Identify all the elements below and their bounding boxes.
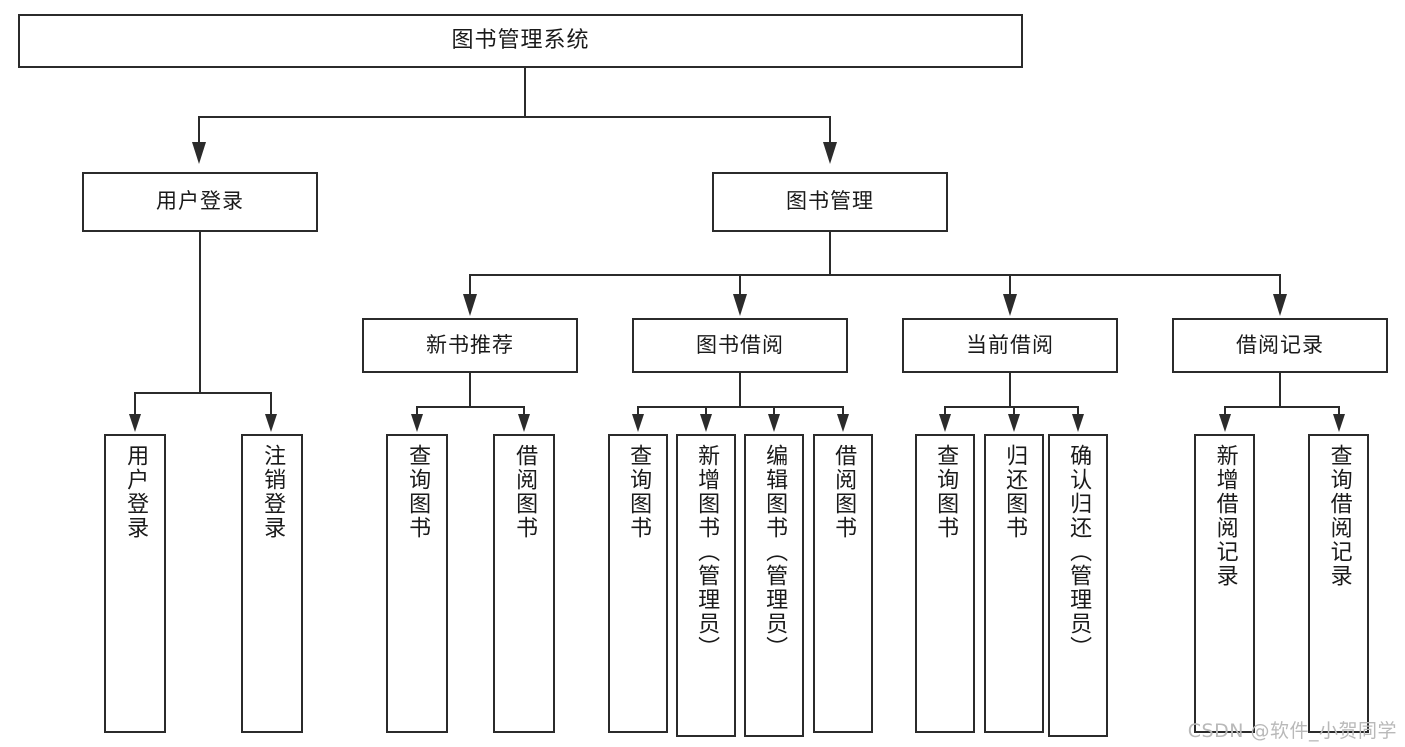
arrowhead-leaf-query-book-b [632,414,644,432]
node-leaf-add-record[interactable]: 新增借阅记录 [1194,434,1255,733]
node-leaf-logout[interactable]: 注销登录 [241,434,303,733]
connector-to-leaf-add-book [705,406,707,414]
arrowhead-leaf-edit-book [768,414,780,432]
node-label: 当前借阅 [966,332,1054,357]
connector-to-leaf-query-book-b [637,406,639,414]
node-label: 用户登录 [156,189,244,214]
connector-to-leaf-confirm-return [1077,406,1079,414]
connector-to-book-manage [829,116,831,142]
node-label: 编辑图书（管理员） [762,444,788,660]
node-new-book-rec[interactable]: 新书推荐 [362,318,578,373]
node-label: 用户登录 [123,444,149,540]
node-label: 新增图书（管理员） [694,444,720,660]
connector-root-stem [524,68,526,116]
connector-to-current-borrow [1009,274,1011,294]
arrowhead-leaf-confirm-return [1072,414,1084,432]
arrowhead-to-book-manage [823,142,837,164]
arrowhead-leaf-query-record [1333,414,1345,432]
node-book-borrow[interactable]: 图书借阅 [632,318,848,373]
arrowhead-leaf-return-book [1008,414,1020,432]
connector-to-leaf-query-book-a [416,406,418,414]
node-leaf-edit-book[interactable]: 编辑图书（管理员） [744,434,804,737]
connector-to-leaf-borrow-book-a [523,406,525,414]
connector-to-leaf-user-login [134,392,136,414]
connector-to-leaf-logout [270,392,272,414]
arrowhead-book-borrow [733,294,747,316]
connector-current-borrow-bus [944,406,1078,408]
node-label: 新书推荐 [426,332,514,357]
arrowhead-to-user-login [192,142,206,164]
connector-to-book-borrow [739,274,741,294]
node-label: 图书借阅 [696,332,784,357]
arrowhead-leaf-add-record [1219,414,1231,432]
arrowhead-leaf-borrow-book-b [837,414,849,432]
node-leaf-query-book-a[interactable]: 查询图书 [386,434,448,733]
node-leaf-query-book-c[interactable]: 查询图书 [915,434,975,733]
connector-level3-bus [469,274,1281,276]
connector-book-borrow-stem [739,373,741,406]
connector-borrow-record-stem [1279,373,1281,406]
node-label: 注销登录 [260,444,286,540]
connector-to-leaf-query-book-c [944,406,946,414]
connector-book-borrow-bus [637,406,843,408]
node-leaf-user-login[interactable]: 用户登录 [104,434,166,733]
connector-new-book-rec-bus [416,406,524,408]
connector-to-leaf-query-record [1338,406,1340,414]
connector-current-borrow-stem [1009,373,1011,406]
arrowhead-leaf-user-login [129,414,141,432]
arrowhead-new-book-rec [463,294,477,316]
connector-to-leaf-edit-book [773,406,775,414]
node-label: 借阅记录 [1236,332,1324,357]
node-label: 新增借阅记录 [1212,444,1238,588]
node-leaf-borrow-book-b[interactable]: 借阅图书 [813,434,873,733]
csdn-watermark: CSDN @软件_小贺同学 [1187,720,1397,742]
node-label: 查询图书 [626,444,652,540]
arrowhead-borrow-record [1273,294,1287,316]
connector-to-borrow-record [1279,274,1281,294]
node-user-login[interactable]: 用户登录 [82,172,318,232]
node-label: 借阅图书 [831,444,857,540]
node-leaf-query-book-b[interactable]: 查询图书 [608,434,668,733]
connector-new-book-rec-stem [469,373,471,406]
node-leaf-query-record[interactable]: 查询借阅记录 [1308,434,1369,733]
node-leaf-add-book[interactable]: 新增图书（管理员） [676,434,736,737]
connector-root-bus [198,116,830,118]
node-leaf-return-book[interactable]: 归还图书 [984,434,1044,733]
arrowhead-leaf-query-book-a [411,414,423,432]
node-book-manage[interactable]: 图书管理 [712,172,948,232]
arrowhead-leaf-add-book [700,414,712,432]
node-label: 归还图书 [1002,444,1028,540]
arrowhead-leaf-logout [265,414,277,432]
connector-user-login-stem [199,232,201,392]
node-label: 查询图书 [933,444,959,540]
arrowhead-current-borrow [1003,294,1017,316]
node-label: 确认归还（管理员） [1066,444,1092,660]
arrowhead-leaf-query-book-c [939,414,951,432]
node-label: 图书管理系统 [451,27,590,53]
connector-to-leaf-add-record [1224,406,1226,414]
connector-to-user-login [198,116,200,142]
node-label: 图书管理 [786,189,874,214]
node-root-system[interactable]: 图书管理系统 [18,14,1023,68]
connector-to-leaf-return-book [1013,406,1015,414]
arrowhead-leaf-borrow-book-a [518,414,530,432]
node-borrow-record[interactable]: 借阅记录 [1172,318,1388,373]
connector-user-login-bus [134,392,271,394]
connector-book-manage-stem [829,232,831,274]
node-leaf-borrow-book-a[interactable]: 借阅图书 [493,434,555,733]
node-label: 查询图书 [405,444,431,540]
node-leaf-confirm-return[interactable]: 确认归还（管理员） [1048,434,1108,737]
node-current-borrow[interactable]: 当前借阅 [902,318,1118,373]
connector-to-leaf-borrow-book-b [842,406,844,414]
connector-to-new-book-rec [469,274,471,294]
connector-borrow-record-bus [1224,406,1339,408]
node-label: 借阅图书 [512,444,538,540]
node-label: 查询借阅记录 [1326,444,1352,588]
